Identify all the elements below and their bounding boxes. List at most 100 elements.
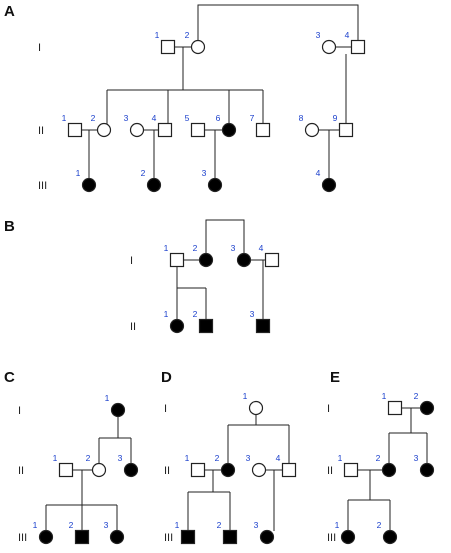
affected-female-symbol <box>419 462 435 478</box>
affected-female-symbol <box>236 252 252 268</box>
affected-female-symbol <box>259 529 275 545</box>
affected-female-symbol <box>169 318 185 334</box>
panel-letter: B <box>4 218 15 235</box>
unaffected-male-symbol <box>160 39 176 55</box>
individual-number: 1 <box>175 520 180 530</box>
individual-number: 2 <box>91 113 96 123</box>
individual-number: 4 <box>316 168 321 178</box>
individual-number: 3 <box>202 168 207 178</box>
individual-number: 1 <box>105 393 110 403</box>
individual-number: 1 <box>33 520 38 530</box>
individual-number: 2 <box>141 168 146 178</box>
individual-number: 2 <box>215 453 220 463</box>
generation-label: III <box>327 532 336 544</box>
generation-label: I <box>38 42 41 54</box>
individual-number: 2 <box>376 453 381 463</box>
unaffected-female-symbol <box>251 462 267 478</box>
individual-number: 6 <box>216 113 221 123</box>
generation-label: II <box>164 465 170 477</box>
individual-number: 2 <box>217 520 222 530</box>
individual-number: 1 <box>335 520 340 530</box>
unaffected-female-symbol <box>321 39 337 55</box>
unaffected-male-symbol <box>190 462 206 478</box>
individual-number: 3 <box>104 520 109 530</box>
individual-number: 5 <box>185 113 190 123</box>
unaffected-male-symbol <box>350 39 366 55</box>
individual-number: 3 <box>231 243 236 253</box>
individual-number: 1 <box>155 30 160 40</box>
affected-female-symbol <box>146 177 162 193</box>
generation-label: III <box>18 532 27 544</box>
affected-male-symbol <box>180 529 196 545</box>
individual-number: 7 <box>250 113 255 123</box>
individual-number: 1 <box>243 391 248 401</box>
generation-label: I <box>327 403 330 415</box>
unaffected-female-symbol <box>248 400 264 416</box>
generation-label: II <box>18 465 24 477</box>
individual-number: 1 <box>164 309 169 319</box>
affected-female-symbol <box>221 122 237 138</box>
unaffected-female-symbol <box>304 122 320 138</box>
individual-number: 3 <box>316 30 321 40</box>
generation-label: I <box>18 405 21 417</box>
generation-label: III <box>38 180 47 192</box>
individual-number: 1 <box>53 453 58 463</box>
generation-label: III <box>164 532 173 544</box>
panel-letter: D <box>161 369 172 386</box>
individual-number: 1 <box>76 168 81 178</box>
affected-female-symbol <box>382 529 398 545</box>
individual-number: 1 <box>382 391 387 401</box>
affected-female-symbol <box>321 177 337 193</box>
affected-male-symbol <box>74 529 90 545</box>
generation-label: I <box>164 403 167 415</box>
individual-number: 3 <box>118 453 123 463</box>
pedigree-line <box>197 4 359 40</box>
individual-number: 3 <box>246 453 251 463</box>
individual-number: 2 <box>193 243 198 253</box>
generation-label: II <box>130 321 136 333</box>
individual-number: 4 <box>345 30 350 40</box>
unaffected-male-symbol <box>58 462 74 478</box>
unaffected-male-symbol <box>343 462 359 478</box>
affected-female-symbol <box>123 462 139 478</box>
individual-number: 2 <box>414 391 419 401</box>
unaffected-male-symbol <box>264 252 280 268</box>
panel-letter: E <box>330 369 340 386</box>
affected-female-symbol <box>340 529 356 545</box>
unaffected-male-symbol <box>255 122 271 138</box>
unaffected-male-symbol <box>157 122 173 138</box>
individual-number: 4 <box>276 453 281 463</box>
unaffected-male-symbol <box>281 462 297 478</box>
individual-number: 3 <box>414 453 419 463</box>
individual-number: 3 <box>254 520 259 530</box>
unaffected-female-symbol <box>129 122 145 138</box>
panel-letter: C <box>4 369 15 386</box>
affected-female-symbol <box>38 529 54 545</box>
panel-letter: A <box>4 3 15 20</box>
individual-number: 1 <box>185 453 190 463</box>
pedigree-line <box>205 219 245 254</box>
affected-female-symbol <box>419 400 435 416</box>
affected-female-symbol <box>109 529 125 545</box>
affected-female-symbol <box>81 177 97 193</box>
unaffected-male-symbol <box>67 122 83 138</box>
individual-number: 2 <box>185 30 190 40</box>
unaffected-male-symbol <box>387 400 403 416</box>
affected-female-symbol <box>220 462 236 478</box>
generation-label: II <box>38 125 44 137</box>
affected-male-symbol <box>198 318 214 334</box>
affected-female-symbol <box>207 177 223 193</box>
individual-number: 2 <box>69 520 74 530</box>
affected-female-symbol <box>110 402 126 418</box>
generation-label: I <box>130 255 133 267</box>
affected-male-symbol <box>222 529 238 545</box>
individual-number: 3 <box>124 113 129 123</box>
unaffected-female-symbol <box>96 122 112 138</box>
individual-number: 1 <box>62 113 67 123</box>
unaffected-male-symbol <box>338 122 354 138</box>
